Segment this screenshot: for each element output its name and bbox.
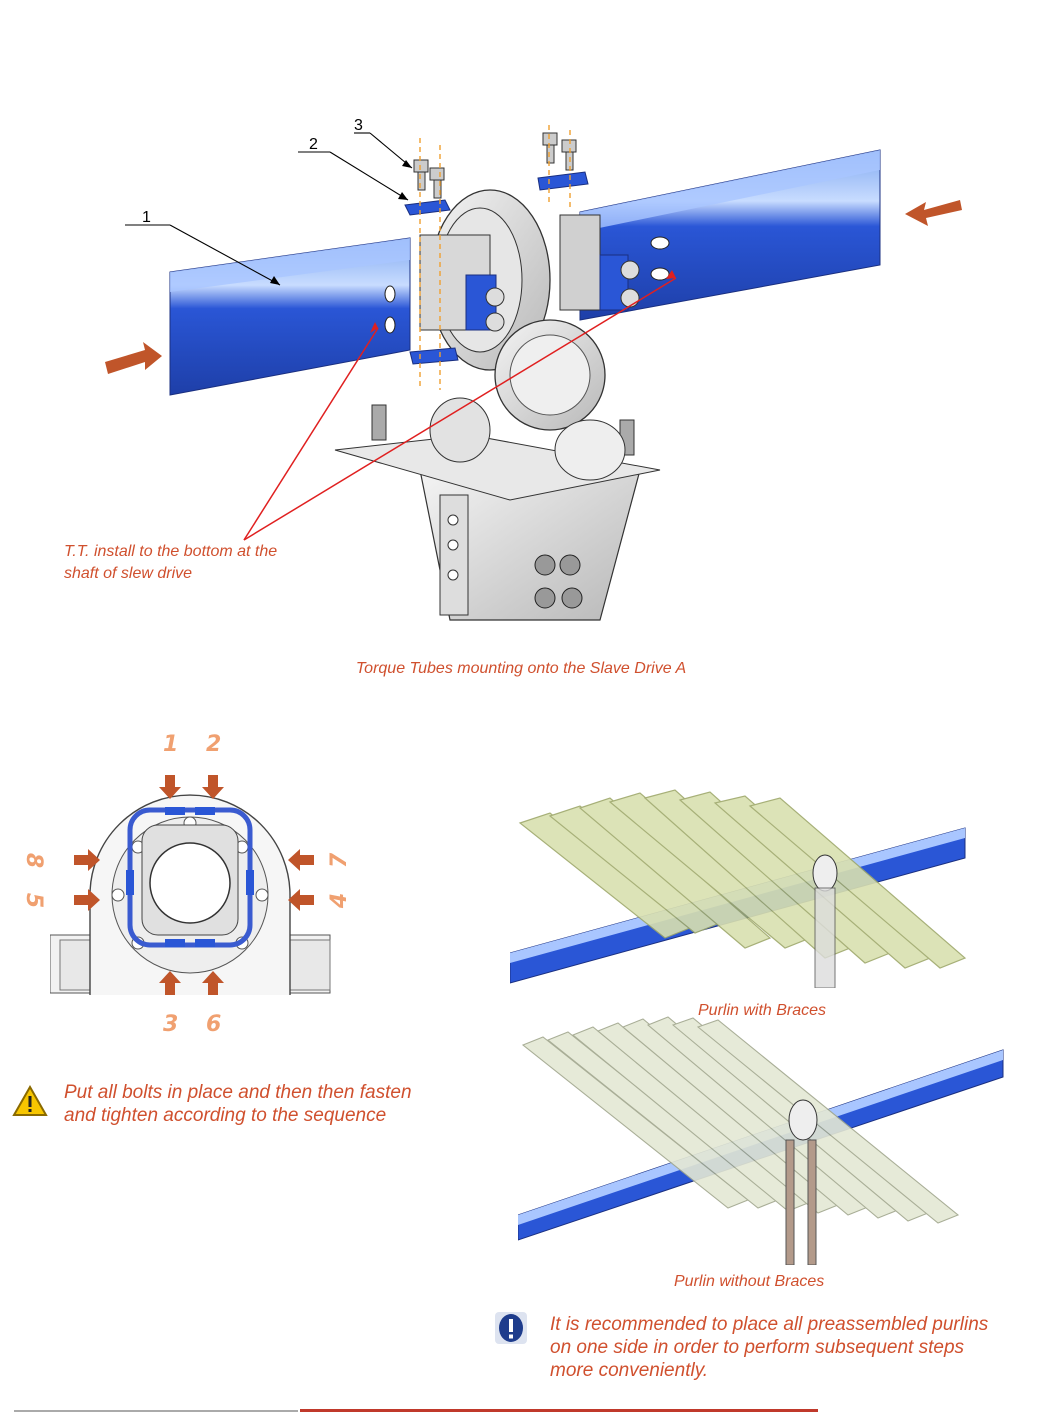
sequence-number-6: 6	[206, 1012, 222, 1037]
exclamation-icon	[495, 1312, 527, 1344]
callout-2: 2	[309, 136, 318, 153]
callout-1: 1	[142, 209, 151, 226]
right-insert-arrow-icon	[905, 200, 962, 226]
sequence-number-2: 2	[206, 732, 222, 757]
recommendation-note: It is recommended to place all preassemb…	[550, 1314, 989, 1381]
purlin-with-braces-illustration	[510, 789, 967, 988]
purlin-with-braces-caption: Purlin with Braces	[698, 1002, 827, 1019]
warning-triangle-icon	[12, 1085, 48, 1116]
footer-rule-accent	[300, 1409, 818, 1412]
sequence-number-4: 4	[327, 892, 353, 909]
sequence-number-7: 7	[327, 852, 353, 869]
sequence-number-1: 1	[163, 732, 179, 757]
torque-tube-assembly-illustration	[105, 125, 962, 621]
footer-rule	[14, 1410, 298, 1412]
install-annotation: T.T. install to the bottom at the shaft …	[64, 543, 278, 582]
left-insert-arrow-icon	[105, 342, 162, 374]
purlin-without-braces-caption: Purlin without Braces	[674, 1273, 825, 1290]
purlin-without-braces-illustration	[518, 1016, 1004, 1265]
bolt-sequence-note: Put all bolts in place and then then fas…	[64, 1082, 412, 1126]
callout-3: 3	[354, 117, 363, 134]
sequence-number-3: 3	[163, 1012, 179, 1037]
main-figure-caption: Torque Tubes mounting onto the Slave Dri…	[355, 660, 687, 677]
sequence-number-8: 8	[21, 852, 47, 869]
sequence-number-5: 5	[21, 892, 47, 909]
bolt-sequence-diagram	[50, 775, 331, 995]
